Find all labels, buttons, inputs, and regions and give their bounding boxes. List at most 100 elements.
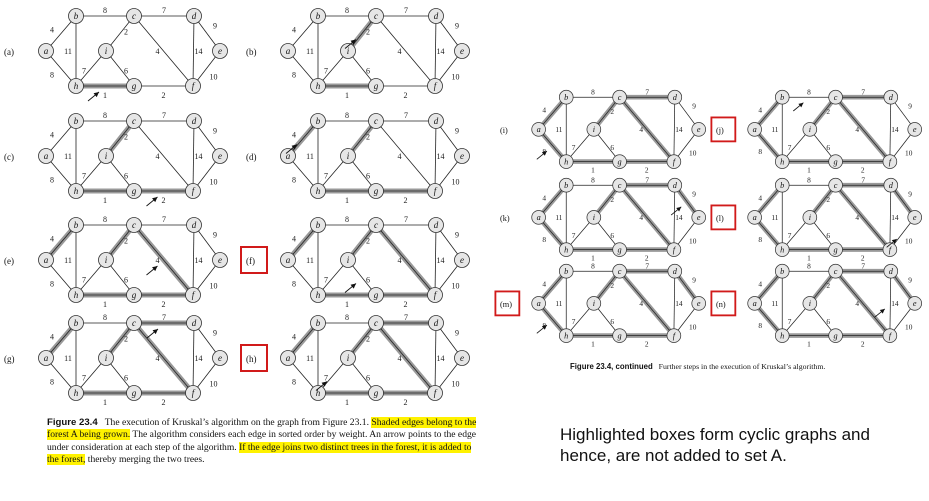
edge-weight-cd: 7 — [162, 111, 166, 120]
edge-weight-de: 9 — [908, 276, 912, 285]
node-a — [280, 148, 296, 164]
node-label-a: a — [537, 213, 541, 222]
edge-weight-ah: 8 — [50, 378, 54, 387]
edge-weight-df: 14 — [195, 256, 203, 265]
node-b — [310, 315, 326, 331]
node-i — [98, 148, 114, 164]
edge-weight-de: 9 — [692, 190, 696, 199]
edge-weight-ig: 6 — [124, 172, 128, 181]
edge-weight-cd: 7 — [861, 175, 865, 184]
node-label-c: c — [834, 267, 838, 276]
node-h — [68, 287, 84, 303]
node-label-b: b — [564, 93, 568, 102]
node-e — [907, 122, 922, 137]
edge-weight-ig: 6 — [826, 143, 830, 152]
edge-weight-ah: 8 — [50, 176, 54, 185]
node-label-b: b — [316, 11, 321, 21]
node-label-h: h — [564, 331, 568, 340]
node-label-d: d — [889, 181, 894, 190]
edge-weight-ef: 10 — [905, 237, 913, 246]
edge-weight-ig: 6 — [610, 143, 614, 152]
edge-weight-gf: 2 — [861, 340, 865, 349]
consider-arrow-head — [879, 308, 885, 314]
node-c — [828, 263, 843, 279]
edge-weight-df: 14 — [891, 299, 899, 308]
node-label-e: e — [697, 299, 701, 308]
edge-weight-ef: 10 — [210, 282, 218, 291]
node-label-b: b — [316, 318, 321, 328]
node-d — [667, 89, 683, 105]
node-e — [454, 43, 470, 59]
node-label-f: f — [192, 186, 196, 196]
panel-label: (i) — [500, 125, 508, 135]
edge-weight-ab: 4 — [50, 131, 54, 140]
node-label-b: b — [74, 116, 79, 126]
node-label-d: d — [889, 93, 894, 102]
node-label-e: e — [697, 213, 701, 222]
node-a — [280, 43, 296, 59]
node-label-f: f — [889, 157, 893, 166]
node-label-b: b — [564, 267, 568, 276]
edge-weight-df: 14 — [195, 152, 203, 161]
node-label-a: a — [537, 299, 541, 308]
edge-weight-ci: 2 — [826, 195, 830, 204]
node-label-c: c — [374, 318, 378, 328]
node-f — [185, 183, 201, 199]
edge-weight-ab: 4 — [50, 333, 54, 342]
edge-weight-hg: 1 — [103, 196, 107, 205]
edge-weight-ih: 7 — [82, 374, 86, 383]
node-b — [558, 177, 574, 193]
edge-weight-bh: 11 — [771, 299, 778, 308]
node-label-e: e — [218, 353, 222, 363]
node-c — [126, 8, 142, 24]
cycle-highlight-box — [240, 246, 268, 274]
edge-weight-ci: 2 — [826, 107, 830, 116]
edge-weight-bh: 11 — [771, 125, 778, 134]
edge-weight-ah: 8 — [50, 280, 54, 289]
edge-weight-ef: 10 — [210, 73, 218, 82]
edge-weight-df: 14 — [437, 256, 445, 265]
node-a — [280, 252, 296, 268]
edge-weight-ig: 6 — [124, 67, 128, 76]
node-label-h: h — [316, 388, 321, 398]
node-label-a: a — [44, 46, 49, 56]
edge-weight-ig: 6 — [366, 374, 370, 383]
edge-weight-ah: 8 — [292, 378, 296, 387]
edge-weight-hg: 1 — [591, 340, 595, 349]
node-label-c: c — [374, 220, 378, 230]
node-label-c: c — [374, 11, 378, 21]
edge-weight-ef: 10 — [905, 323, 913, 332]
node-label-h: h — [74, 186, 79, 196]
node-label-g: g — [132, 388, 137, 398]
edge-weight-ab: 4 — [542, 105, 546, 114]
node-g — [368, 183, 384, 199]
edge-weight-cd: 7 — [162, 215, 166, 224]
node-label-a: a — [753, 299, 757, 308]
edge-weight-ah: 8 — [292, 280, 296, 289]
edge-weight-bh: 11 — [306, 47, 314, 56]
node-i — [586, 122, 602, 137]
node-b — [68, 315, 84, 331]
edge-weight-gf: 2 — [404, 300, 408, 309]
edge-weight-df: 14 — [195, 354, 203, 363]
edge-weight-bc: 8 — [591, 175, 595, 184]
node-label-g: g — [618, 245, 622, 254]
node-a — [280, 350, 296, 366]
node-g — [828, 242, 843, 257]
node-label-i: i — [593, 299, 596, 308]
node-c — [368, 217, 384, 233]
edge-weight-gf: 2 — [162, 398, 166, 407]
edge-weight-ab: 4 — [542, 279, 546, 288]
node-a — [38, 350, 54, 366]
edge-weight-gf: 2 — [404, 91, 408, 100]
node-label-f: f — [673, 331, 677, 340]
node-label-h: h — [780, 157, 784, 166]
